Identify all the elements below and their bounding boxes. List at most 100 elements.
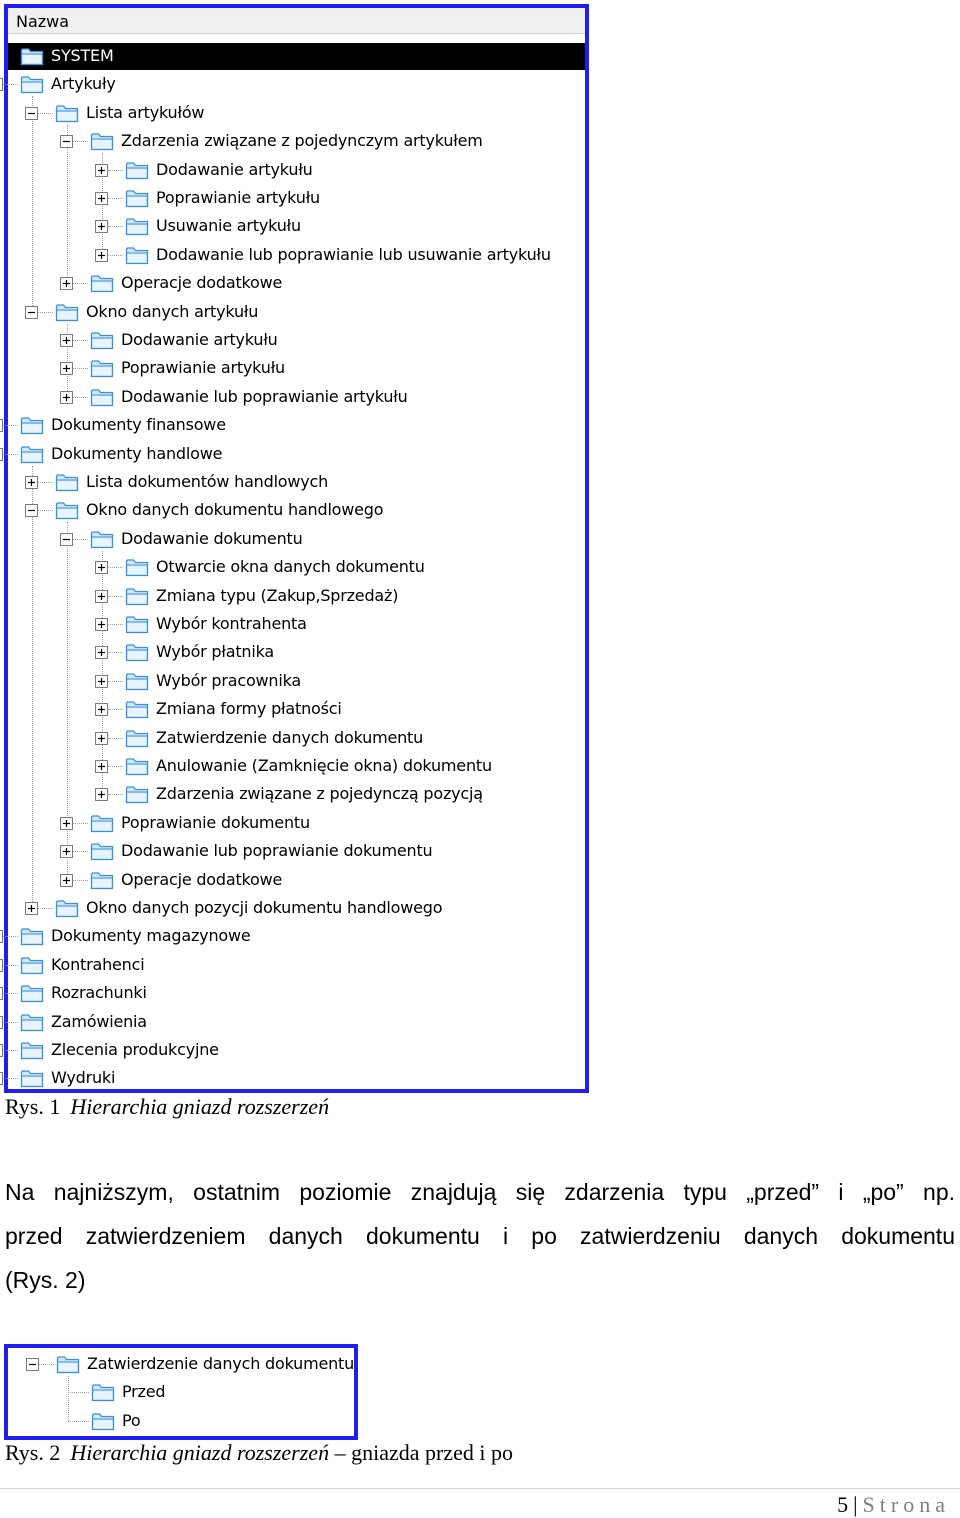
expand-icon[interactable] xyxy=(25,902,38,915)
tree-node-label: Zdarzenia związane z pojedynczym artykuł… xyxy=(121,131,483,151)
expand-icon[interactable] xyxy=(0,419,3,433)
expand-icon[interactable] xyxy=(95,589,108,603)
folder-icon xyxy=(20,48,44,66)
expand-icon[interactable] xyxy=(25,476,38,489)
expand-icon[interactable] xyxy=(60,873,73,887)
tree-row[interactable]: Rozrachunki xyxy=(0,980,585,1007)
tree-guide-line xyxy=(102,550,103,795)
collapse-icon[interactable] xyxy=(60,532,73,546)
expand-icon[interactable] xyxy=(95,788,108,802)
tree-row[interactable]: Zatwierdzenie danych dokumentu xyxy=(8,1351,354,1378)
tree-row[interactable]: Dodawanie artykułu xyxy=(8,157,585,184)
expand-icon[interactable] xyxy=(0,1015,3,1029)
folder-icon xyxy=(125,701,149,719)
collapse-icon[interactable] xyxy=(60,135,73,149)
tree-row[interactable]: Poprawianie artykułu xyxy=(8,185,585,212)
tree-node-label: Wydruki xyxy=(51,1068,116,1088)
expand-icon[interactable] xyxy=(0,1044,3,1057)
folder-icon xyxy=(20,417,44,435)
folder-icon xyxy=(91,1384,115,1402)
tree-row[interactable]: Dokumenty finansowe xyxy=(0,412,585,439)
tree-row[interactable]: Wydruki xyxy=(0,1065,585,1092)
tree-row[interactable]: Zdarzenia związane z pojedynczym artykuł… xyxy=(8,128,585,155)
page-number: 5 xyxy=(837,1492,849,1517)
tree-node-label: Dokumenty handlowe xyxy=(51,443,223,463)
tree-row[interactable]: Dodawanie lub poprawianie artykułu xyxy=(8,384,585,411)
expand-icon[interactable] xyxy=(60,816,73,830)
collapse-icon[interactable] xyxy=(25,504,38,518)
tree-row[interactable]: Poprawianie artykułu xyxy=(8,355,585,382)
folder-icon xyxy=(55,105,79,122)
expand-icon[interactable] xyxy=(95,674,108,688)
tree-row[interactable]: Wybór pracownika xyxy=(8,668,585,695)
tree-row[interactable]: Zmiana formy płatności xyxy=(8,696,585,723)
expand-icon[interactable] xyxy=(60,277,73,291)
tree-row[interactable]: Artykuły xyxy=(0,71,585,98)
tree-connector xyxy=(102,737,123,739)
collapse-icon[interactable] xyxy=(0,78,3,92)
tree-row[interactable]: Dodawanie lub poprawianie lub usuwanie a… xyxy=(8,242,585,269)
tree-row[interactable]: Okno danych dokumentu handlowego xyxy=(8,497,585,524)
expand-icon[interactable] xyxy=(95,760,108,773)
tree-row[interactable]: Otwarcie okna danych dokumentu xyxy=(8,554,585,581)
expand-icon[interactable] xyxy=(0,930,3,944)
tree-connector xyxy=(0,993,18,995)
tree-row[interactable]: Lista artykułów xyxy=(8,100,585,127)
tree-row[interactable]: Poprawianie dokumentu xyxy=(8,810,585,837)
tree-row[interactable]: Zlecenia produkcyjne xyxy=(0,1037,585,1064)
expand-icon[interactable] xyxy=(95,561,108,575)
tree-row[interactable]: Dodawanie lub poprawianie dokumentu xyxy=(8,838,585,865)
tree-row[interactable]: Wybór płatnika xyxy=(8,639,585,666)
tree-connector xyxy=(67,368,88,370)
tree-row[interactable]: Wybór kontrahenta xyxy=(8,611,585,638)
collapse-icon[interactable] xyxy=(25,106,38,120)
expand-icon[interactable] xyxy=(95,731,108,745)
tree-row[interactable]: Zdarzenia związane z pojedynczą pozycją xyxy=(8,781,585,808)
collapse-icon[interactable] xyxy=(25,305,38,319)
tree-row[interactable]: Lista dokumentów handlowych xyxy=(8,469,585,496)
tree-row-selected[interactable]: SYSTEM xyxy=(8,43,585,70)
expand-icon[interactable] xyxy=(95,703,108,717)
tree-row[interactable]: Dodawanie dokumentu xyxy=(8,526,585,553)
expand-icon[interactable] xyxy=(60,334,73,347)
expand-icon[interactable] xyxy=(60,362,73,376)
tree-node-label: Zmiana formy płatności xyxy=(156,699,342,719)
tree-row[interactable]: Kontrahenci xyxy=(0,952,585,979)
expand-icon[interactable] xyxy=(95,618,108,631)
tree-row[interactable]: Przed xyxy=(8,1379,354,1406)
tree-row[interactable]: Operacje dodatkowe xyxy=(8,867,585,894)
tree-row[interactable]: Po xyxy=(8,1408,354,1435)
tree-node-label: Zlecenia produkcyjne xyxy=(51,1040,219,1059)
folder-icon xyxy=(55,502,79,520)
expand-icon[interactable] xyxy=(95,220,108,234)
expand-icon[interactable] xyxy=(95,646,108,660)
tree-row[interactable]: Dokumenty handlowe xyxy=(0,441,585,468)
tree-row[interactable]: Zamówienia xyxy=(0,1009,585,1036)
expand-icon[interactable] xyxy=(60,845,73,859)
tree-row[interactable]: Operacje dodatkowe xyxy=(8,270,585,297)
expand-icon[interactable] xyxy=(95,163,108,177)
tree-row[interactable]: Okno danych pozycji dokumentu handlowego xyxy=(8,895,585,922)
tree-row[interactable]: Usuwanie artykułu xyxy=(8,213,585,240)
tree-row[interactable]: Dodawanie artykułu xyxy=(8,327,585,354)
tree-row[interactable]: Zatwierdzenie danych dokumentu xyxy=(8,725,585,752)
paragraph-line: przed zatwierdzeniem danych dokumentu i … xyxy=(5,1223,955,1249)
collapse-icon[interactable] xyxy=(0,447,3,461)
tree-node-label: Okno danych pozycji dokumentu handlowego xyxy=(86,898,443,917)
tree-row[interactable]: Anulowanie (Zamknięcie okna) dokumentu xyxy=(8,753,585,780)
expand-icon[interactable] xyxy=(0,958,3,972)
expand-icon[interactable] xyxy=(95,192,108,205)
expand-icon[interactable] xyxy=(60,390,73,404)
folder-icon xyxy=(20,928,44,946)
folder-icon xyxy=(56,1356,80,1374)
expand-icon[interactable] xyxy=(0,1072,3,1086)
tree-row[interactable]: Okno danych artykułu xyxy=(8,299,585,326)
collapse-icon[interactable] xyxy=(26,1358,39,1371)
tree-column-header[interactable]: Nazwa xyxy=(8,8,585,34)
expand-icon[interactable] xyxy=(0,987,3,1001)
tree-row[interactable]: Dokumenty magazynowe xyxy=(0,923,585,950)
expand-icon[interactable] xyxy=(95,248,108,262)
tree-row[interactable]: Zmiana typu (Zakup,Sprzedaż) xyxy=(8,583,585,610)
